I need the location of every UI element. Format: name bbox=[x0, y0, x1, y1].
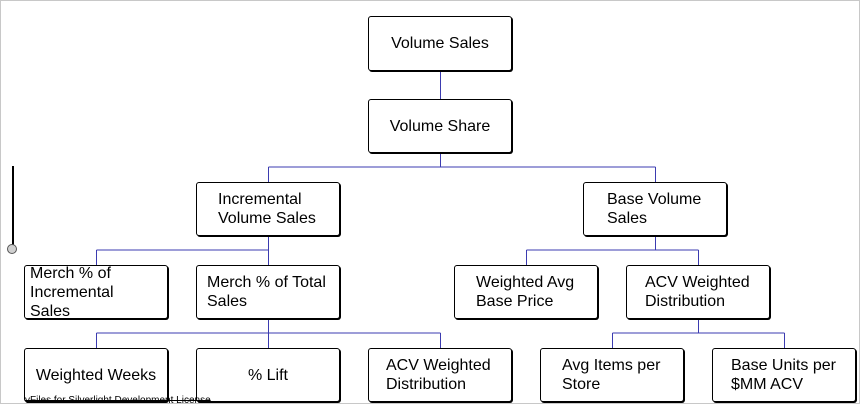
node-pct-lift[interactable]: % Lift bbox=[196, 348, 340, 402]
connector-merch-total-children bbox=[96, 319, 441, 348]
node-acv-weighted-distribution-base-label: ACV Weighted Distribution bbox=[645, 274, 750, 310]
node-pct-lift-label: % Lift bbox=[247, 366, 288, 384]
connector-base-children bbox=[526, 236, 699, 265]
node-acv-weighted-distribution-merch[interactable]: ACV Weighted Distribution bbox=[368, 348, 512, 402]
node-acv-weighted-distribution-base[interactable]: ACV Weighted Distribution bbox=[626, 265, 770, 319]
node-volume-sales-label: Volume Sales bbox=[391, 35, 489, 52]
node-weighted-avg-base-price[interactable]: Weighted Avg Base Price bbox=[454, 265, 598, 319]
node-avg-items-per-store-label: Avg Items per Store bbox=[562, 357, 661, 393]
node-weighted-weeks-label: Weighted Weeks bbox=[35, 366, 157, 384]
node-volume-sales[interactable]: Volume Sales bbox=[368, 16, 512, 71]
node-avg-items-per-store[interactable]: Avg Items per Store bbox=[540, 348, 684, 402]
connector-share-children bbox=[268, 153, 656, 182]
node-weighted-weeks[interactable]: Weighted Weeks bbox=[24, 348, 168, 402]
node-incremental-volume-sales-label: Incremental Volume Sales bbox=[218, 191, 316, 227]
node-merch-pct-incremental-label: Merch % of Incremental Sales bbox=[30, 264, 114, 320]
node-volume-share[interactable]: Volume Share bbox=[368, 99, 512, 153]
connector-acv-children bbox=[612, 319, 785, 348]
node-acv-weighted-distribution-merch-label: ACV Weighted Distribution bbox=[386, 357, 491, 393]
node-base-volume-sales[interactable]: Base Volume Sales bbox=[583, 182, 727, 236]
node-merch-pct-total-label: Merch % of Total Sales bbox=[207, 274, 326, 310]
license-watermark: vFiles for Silverlight Development Licen… bbox=[25, 395, 211, 404]
node-base-units-per-mm-acv[interactable]: Base Units per $MM ACV bbox=[712, 348, 856, 402]
zoom-slider-thumb[interactable] bbox=[7, 244, 17, 254]
node-base-volume-sales-label: Base Volume Sales bbox=[607, 191, 702, 227]
node-volume-share-label: Volume Share bbox=[389, 117, 491, 135]
connector-incremental-children bbox=[96, 236, 269, 265]
node-merch-pct-total[interactable]: Merch % of Total Sales bbox=[196, 265, 340, 319]
node-merch-pct-incremental[interactable]: Merch % of Incremental Sales bbox=[24, 264, 168, 320]
node-incremental-volume-sales[interactable]: Incremental Volume Sales bbox=[196, 182, 340, 236]
node-weighted-avg-base-price-label: Weighted Avg Base Price bbox=[476, 274, 575, 310]
node-base-units-per-mm-acv-label: Base Units per $MM ACV bbox=[731, 357, 836, 393]
zoom-slider-track[interactable] bbox=[12, 166, 14, 246]
